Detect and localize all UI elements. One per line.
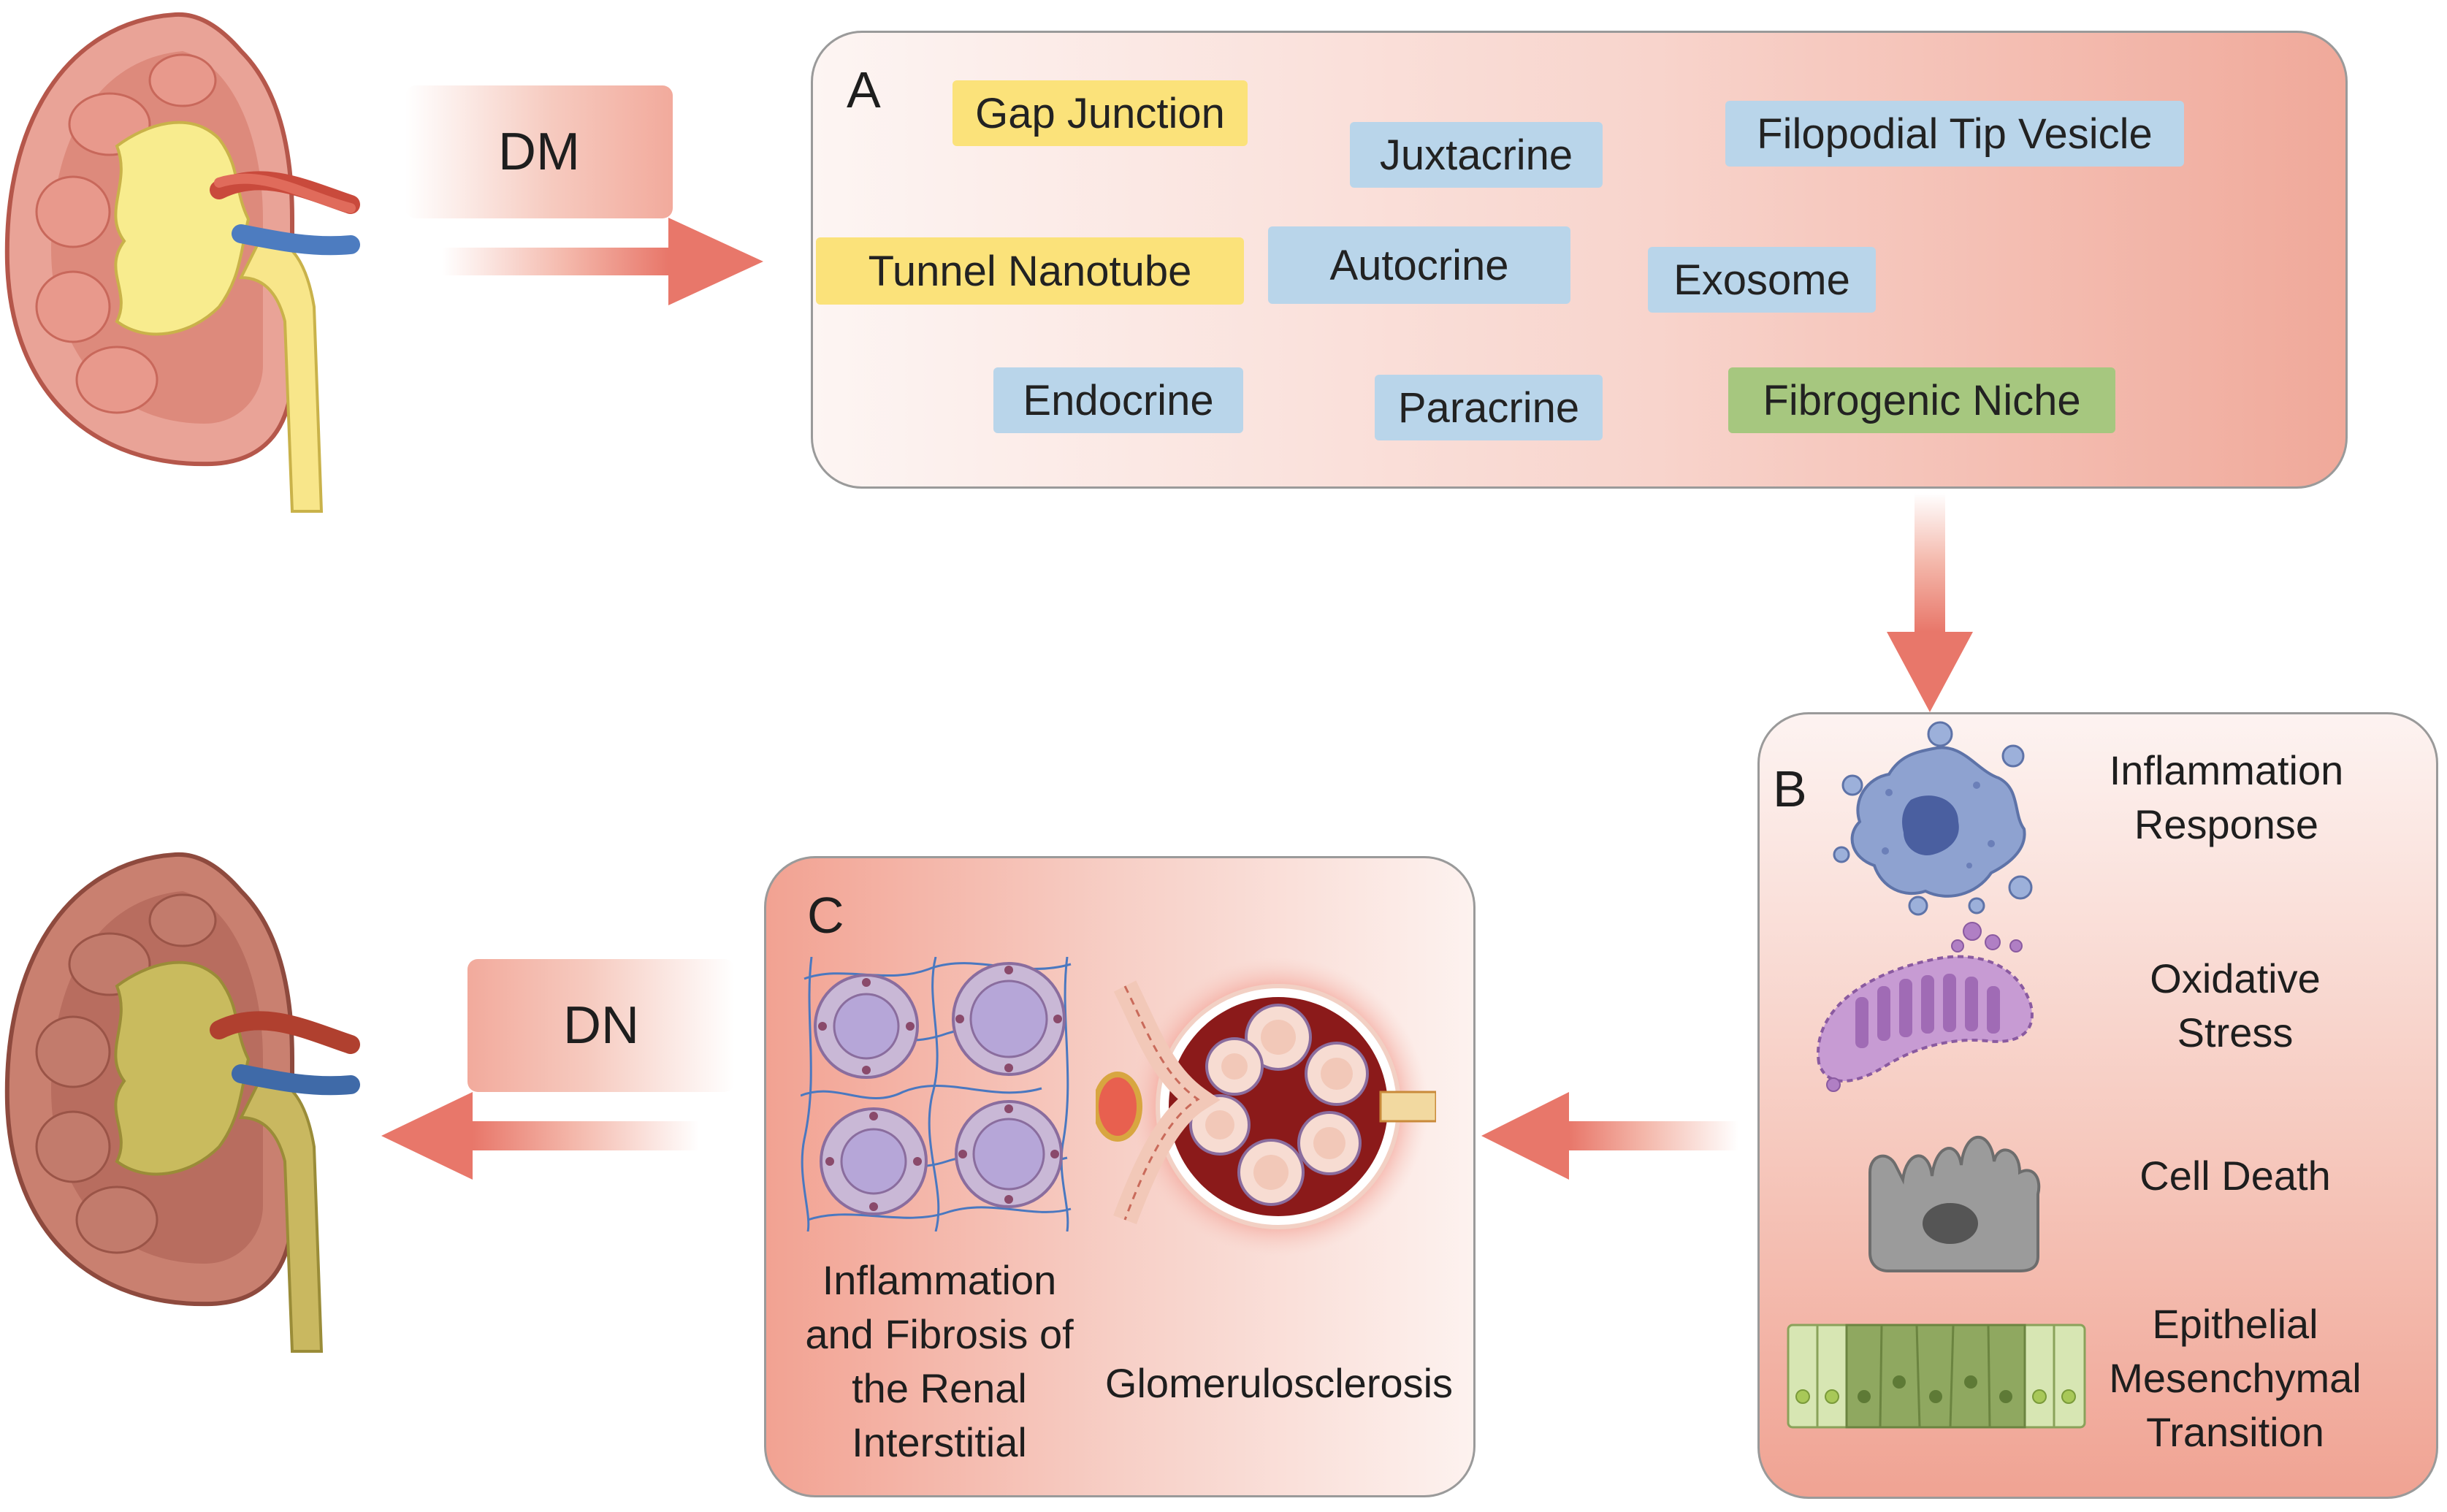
left-arrow-b-to-c [1481,1092,1738,1180]
panel-c-letter: C [807,887,844,944]
glomerulus-icon [1096,957,1436,1256]
tag-gap-junction: Gap Junction [953,80,1248,146]
dm-label-box: DM [405,85,673,218]
diseased-kidney-icon [4,852,360,1353]
down-arrow-a-to-b [1887,493,1973,712]
cell-death-label: Cell Death [2139,1153,2331,1199]
emt-label: Epithelial Mesenchymal Transition [2109,1301,2362,1455]
dm-label: DM [498,123,580,181]
oxidative-stress-label: Oxidative Stress [2150,955,2321,1055]
renal-interstitium-icon [801,957,1072,1232]
tag-fibrogenic-niche: Fibrogenic Niche [1728,367,2115,433]
mitochondrion-icon [1817,922,2034,1092]
dn-arrow [381,1092,699,1180]
tag-paracrine: Paracrine [1375,375,1603,440]
tubule-cross-sections [814,962,1066,1215]
tag-autocrine: Autocrine [1268,226,1570,304]
immune-cell-icon [1833,721,2033,916]
dn-label: DN [563,996,639,1055]
healthy-kidney-icon [4,12,360,513]
inflammation-response-label: Inflammation Response [2109,747,2344,847]
panel-b-letter: B [1773,760,1807,817]
tag-filopodial-tip-vesicle: Filopodial Tip Vesicle [1725,101,2184,167]
dn-label-box: DN [467,959,735,1092]
tag-exosome: Exosome [1648,247,1876,313]
tag-tunnel-nanotube: Tunnel Nanotube [816,237,1244,305]
interstitial-fibrosis-label: Inflammation and Fibrosis of the Renal I… [805,1257,1074,1465]
dying-cell-icon [1868,1135,2041,1272]
glomerulosclerosis-label: Glomerulosclerosis [1104,1360,1454,1406]
tag-juxtacrine: Juxtacrine [1350,122,1603,188]
epithelial-cells-icon [1787,1324,2086,1429]
dm-arrow [442,218,763,305]
panel-a-letter: A [847,61,881,118]
tag-endocrine: Endocrine [993,367,1243,433]
